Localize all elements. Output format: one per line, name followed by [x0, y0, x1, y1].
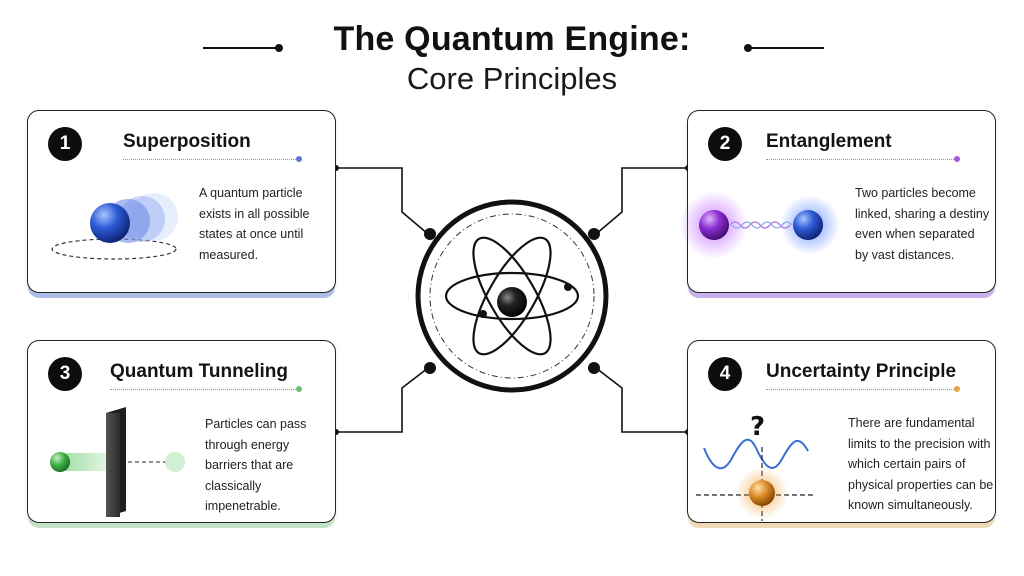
card-title: Entanglement: [766, 131, 892, 152]
card-entanglement: 2 Entanglement: [680, 110, 996, 293]
card-rule: [110, 386, 302, 392]
card-uncertainty-principle: 4 Uncertainty Principle ? There are fund…: [687, 340, 996, 523]
card-quantum-tunneling: 3 Quantum Tunneling Particles can: [27, 340, 336, 523]
card-number: 3: [48, 357, 82, 391]
page-subtitle: Core Principles: [406, 61, 618, 96]
page-title: The Quantum Engine:: [333, 20, 691, 58]
svg-text:?: ?: [750, 412, 765, 442]
entangled-pair-icon: [680, 191, 840, 259]
superposition-sphere-icon: [51, 193, 178, 260]
card-number: 4: [708, 357, 742, 391]
card-title: Superposition: [123, 131, 251, 152]
card-number: 1: [48, 127, 82, 161]
card-superposition: 1 Superposition A quantum particle exist…: [27, 110, 336, 293]
title-rule-left: [203, 44, 283, 52]
card-rule: [766, 386, 960, 392]
title-block: The Quantum Engine: Core Principles: [0, 18, 1024, 98]
card-number: 2: [708, 127, 742, 161]
card-title: Quantum Tunneling: [110, 361, 289, 382]
card-rule: [766, 156, 960, 162]
card-rule: [123, 156, 302, 162]
card-title: Uncertainty Principle: [766, 361, 957, 382]
tunneling-barrier-icon: [50, 407, 185, 517]
atom-icon: [415, 199, 609, 393]
card-description: Two particles become linked, sharing a d…: [855, 186, 990, 262]
card-description: Particles can pass through energy barrie…: [205, 417, 307, 513]
uncertainty-wave-icon: ?: [696, 412, 816, 521]
card-description: There are fundamental limits to the prec…: [848, 416, 994, 512]
title-rule-right: [744, 44, 824, 52]
card-description: A quantum particle exists in all possibl…: [199, 186, 310, 262]
